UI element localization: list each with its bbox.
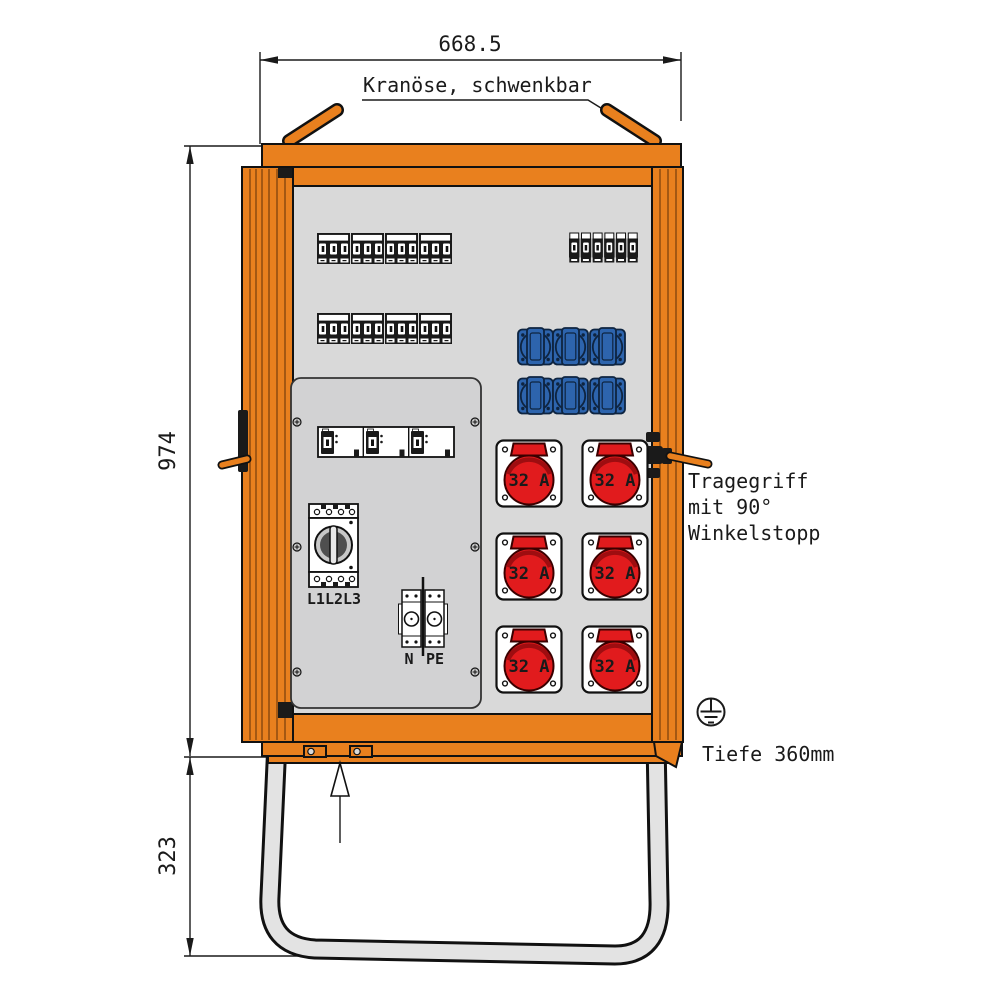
screw-icon xyxy=(470,417,480,427)
terminal-n xyxy=(401,589,422,648)
handle-note-line3: Winkelstopp xyxy=(688,521,820,545)
terminal-pe-label: PE xyxy=(426,650,444,668)
breaker-1pole xyxy=(580,232,592,263)
screw-icon xyxy=(292,667,302,677)
breaker-3pole-group xyxy=(316,312,351,345)
schuko-socket xyxy=(552,376,589,415)
screw-icon xyxy=(470,542,480,552)
dimension-width: 668.5 xyxy=(259,32,682,144)
breaker-1pole xyxy=(615,232,627,263)
cee-socket-rating: 32 A xyxy=(595,471,636,491)
handle-note-line1: Tragegriff xyxy=(688,469,808,493)
cabinet-base xyxy=(261,741,684,769)
schuko-socket xyxy=(589,327,626,366)
breaker-3pole-group xyxy=(384,232,419,265)
crane-eye-note: Kranöse, schwenkbar xyxy=(362,73,610,114)
carry-handle-right xyxy=(665,451,713,469)
handle-note-line2: mit 90° xyxy=(688,495,772,519)
cee-socket-rating: 32 A xyxy=(509,471,550,491)
earth-symbol-icon xyxy=(696,697,726,727)
schuko-socket xyxy=(517,376,554,415)
breaker-1pole xyxy=(568,232,580,263)
cee-socket-rating: 32 A xyxy=(595,564,636,584)
main-switch-label: L1L2L3 xyxy=(307,590,361,608)
breaker-1pole xyxy=(627,232,639,263)
cee-socket-rating: 32 A xyxy=(509,657,550,677)
terminal-pe xyxy=(424,589,445,648)
crane-eye-right xyxy=(600,103,662,148)
breaker-3pole-group xyxy=(350,312,385,345)
door-hinge-top xyxy=(278,168,292,178)
dim-stand-label: 323 xyxy=(156,836,181,876)
main-switch: L1L2L3 xyxy=(307,503,361,608)
cabinet-roof xyxy=(261,143,682,168)
cabinet-top-rail xyxy=(292,166,653,187)
screw-icon xyxy=(470,667,480,677)
carry-handle-left xyxy=(217,454,252,470)
dimension-height: 974 xyxy=(156,145,262,756)
dim-height-label: 974 xyxy=(156,431,181,471)
n-pe-terminals: N PE xyxy=(398,577,448,668)
crane-eye-note-label: Kranöse, schwenkbar xyxy=(363,73,592,97)
motor-starter-row xyxy=(317,426,455,458)
breaker-1pole xyxy=(591,232,604,263)
schuko-socket xyxy=(552,327,589,366)
door-hinge-bottom xyxy=(278,702,293,718)
crane-eye-left xyxy=(282,103,344,148)
cabinet-door-open xyxy=(241,166,294,743)
breaker-3pole-group xyxy=(316,232,351,265)
breaker-3pole-group xyxy=(350,232,385,265)
dimension-stand: 323 xyxy=(156,756,330,957)
stand-tube xyxy=(259,741,670,966)
screw-icon xyxy=(292,542,302,552)
schuko-socket xyxy=(517,327,554,366)
dim-width-label: 668.5 xyxy=(438,32,501,56)
depth-note: Tiefe 360mm xyxy=(702,742,834,766)
cee-socket-grid: 32 A 32 A 32 A 32 A 32 A 32 A xyxy=(497,441,648,693)
sub-panel: L1L2L3 xyxy=(290,377,482,709)
cee-socket-rating: 32 A xyxy=(509,564,550,584)
breaker-3pole-group xyxy=(418,232,453,265)
terminal-n-label: N xyxy=(404,650,413,668)
cee-socket-rating: 32 A xyxy=(595,657,636,677)
breaker-1pole xyxy=(603,232,616,263)
breaker-3pole-group xyxy=(384,312,419,345)
up-arrow-marker xyxy=(329,759,351,843)
screw-icon xyxy=(292,417,302,427)
rotary-knob-icon xyxy=(314,525,353,565)
handle-note: Tragegriff mit 90° Winkelstopp xyxy=(688,469,820,545)
cabinet-bottom-inner-rail xyxy=(292,713,653,743)
breaker-3pole-group xyxy=(418,312,453,345)
schuko-socket xyxy=(589,376,626,415)
